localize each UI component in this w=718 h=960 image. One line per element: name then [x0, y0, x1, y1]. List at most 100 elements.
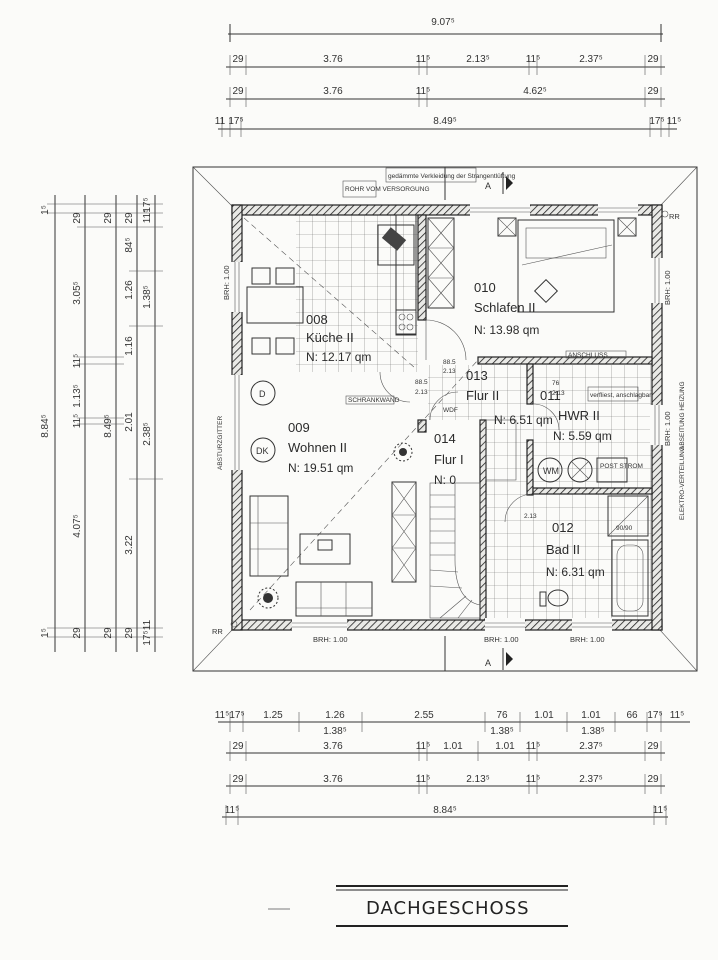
- dim-left-c3-2: 29: [103, 627, 114, 639]
- dim-total-width: 9.07⁵: [431, 17, 455, 28]
- svg-text:Flur I: Flur I: [434, 452, 464, 467]
- chimney-dk-label: DK: [256, 446, 269, 456]
- dim-b4-1: 8.84⁵: [433, 805, 457, 816]
- coffee-table: [299, 533, 351, 565]
- dim-row3-0: 29: [232, 86, 244, 97]
- dim-left-outer-1: 8.84⁵: [40, 414, 51, 438]
- brh-label: BRH: 1.00: [222, 265, 231, 300]
- dim-row2-1: 3.76: [323, 54, 343, 65]
- dim-row2-5: 2.37⁵: [579, 54, 603, 65]
- svg-text:Bad II: Bad II: [546, 542, 580, 557]
- dim-row4-2: 8.49⁵: [433, 116, 457, 127]
- dim-b1-3: 1.26: [325, 710, 345, 721]
- svg-text:014: 014: [434, 431, 456, 446]
- dim-left-c4-5: 3.22: [124, 535, 135, 555]
- dim-b1-5: 76: [496, 710, 508, 721]
- opening-88: 88.5: [443, 359, 456, 366]
- svg-text:012: 012: [552, 520, 574, 535]
- dim-left-c2-4: 11⁵: [72, 414, 83, 429]
- dim-row2-3: 2.13⁵: [466, 54, 490, 65]
- dim-left-c5-3: 2.38⁵: [142, 422, 153, 446]
- dim-row2-0: 29: [232, 54, 244, 65]
- dim-left-c2-2: 11⁵: [72, 354, 83, 369]
- dim-left-c4-0: 29: [124, 212, 135, 224]
- dim-b4-2: 11⁵: [653, 805, 668, 816]
- dim-b2-3: 1.01: [443, 741, 463, 752]
- sofa-left: [249, 495, 289, 577]
- dim-b1-sub-2: 1.38⁵: [581, 726, 605, 737]
- dim-b2-4: 1.01: [495, 741, 515, 752]
- svg-text:Schlafen II: Schlafen II: [474, 300, 535, 315]
- room-bad: 012 Bad II N: 6.31 qm: [546, 520, 605, 579]
- brh-label: BRH: 1.00: [663, 411, 672, 446]
- dim-b3-6: 29: [647, 774, 659, 785]
- dim-b1-8: 66: [626, 710, 638, 721]
- room-labels: 008 Küche II N: 12.17 qm 009 Wohnen II N…: [288, 280, 612, 579]
- shower-tray: [607, 495, 649, 537]
- bathtub: [611, 539, 649, 617]
- dim-left-c4-6: 29: [124, 627, 135, 639]
- dim-b1-7: 1.01: [581, 710, 601, 721]
- svg-text:N: 5.59 qm: N: 5.59 qm: [553, 429, 612, 443]
- top-dimension-chains: 9.07⁵ 29 3.76 11⁵ 2.13⁵ 11⁵ 2.37⁵ 29 29 …: [215, 17, 681, 137]
- dim-b1-10: 11⁵: [670, 710, 685, 721]
- post-label: POST STROM: [600, 463, 643, 470]
- wm-label: WM: [543, 466, 559, 476]
- brh-label: BRH: 1.00: [484, 635, 519, 644]
- furniture: [230, 172, 669, 670]
- section-label-bottom: A: [485, 658, 491, 668]
- dim-left-c4-1: 84⁵: [124, 237, 135, 252]
- room-flur-i: 014 Flur I N: 0: [434, 431, 464, 487]
- abseitung-label: ABSEITUNG HEIZUNG: [679, 381, 686, 450]
- dim-row3-2: 11⁵: [416, 86, 431, 97]
- dim-left-c5-4: 11: [142, 619, 153, 630]
- dim-left-c4-3: 1.16: [124, 336, 135, 356]
- dim-left-c5-1: 11⁵: [142, 209, 153, 224]
- rohr-label: ROHR VOM VERSORGUNG: [345, 186, 430, 193]
- dim-row4-4: 11⁵: [667, 116, 682, 127]
- rr-label: RR: [212, 627, 223, 636]
- dim-left-c5-0: 17⁵: [142, 197, 153, 212]
- brh-label: BRH: 1.00: [313, 635, 348, 644]
- svg-text:HWR II: HWR II: [558, 408, 600, 423]
- elektro-label: ELEKTRO-VERTEILUNG: [679, 446, 686, 520]
- verkleidung-label: gedämmte Verkleidung der Strangentlüftun…: [388, 173, 516, 180]
- dim-b3-4: 11⁵: [526, 774, 541, 785]
- brh-label: BRH: 1.00: [570, 635, 605, 644]
- page-title: DACHGESCHOSS: [366, 898, 530, 919]
- svg-text:N: 0: N: 0: [434, 473, 456, 487]
- room-flur-ii: 013 Flur II N: 6.51 qm: [466, 368, 553, 427]
- opening-213c: 2.13: [552, 390, 565, 397]
- dim-left-c3-1: 8.49⁵: [103, 414, 114, 438]
- hob-icon: [395, 309, 417, 335]
- dim-b4-0: 11⁵: [225, 805, 240, 816]
- room-schlafen: 010 Schlafen II N: 13.98 qm: [474, 280, 539, 337]
- dim-b2-1: 3.76: [323, 741, 343, 752]
- roof-outline: [192, 166, 698, 672]
- plant-icon: [257, 587, 279, 609]
- dim-row2-2: 11⁵: [416, 54, 431, 65]
- dim-left-c2-5: 4.07⁵: [72, 514, 83, 538]
- dim-b3-3: 2.13⁵: [466, 774, 490, 785]
- schrank-label: SCHRANKWAND: [348, 397, 400, 404]
- shower-label: 90/90: [616, 525, 633, 532]
- dim-b1-9: 17⁵: [647, 710, 662, 721]
- room-hwr: 011 HWR II N: 5.59 qm: [540, 388, 612, 443]
- dim-left-outer-2: 1⁵: [40, 628, 51, 638]
- dim-row3-1: 3.76: [323, 86, 343, 97]
- svg-text:N: 12.17 qm: N: 12.17 qm: [306, 350, 371, 364]
- wdf-label: WDF: [443, 407, 458, 414]
- annotations: A A RR RR BRH: 1.00 BRH: 1.00 BRH: 1.00 …: [212, 167, 686, 668]
- rr-label: RR: [669, 212, 680, 221]
- dim-row2-4: 11⁵: [526, 54, 541, 65]
- svg-text:013: 013: [466, 368, 488, 383]
- brh-label: BRH: 1.00: [663, 270, 672, 305]
- opening-76: 76: [552, 380, 560, 387]
- bed: [517, 219, 615, 313]
- svg-text:010: 010: [474, 280, 496, 295]
- dim-b1-0: 11⁵: [215, 710, 230, 721]
- plant-icon: [393, 442, 413, 462]
- dim-row3-4: 29: [647, 86, 659, 97]
- dim-left-c2-6: 29: [72, 627, 83, 639]
- dim-b1-4: 2.55: [414, 710, 434, 721]
